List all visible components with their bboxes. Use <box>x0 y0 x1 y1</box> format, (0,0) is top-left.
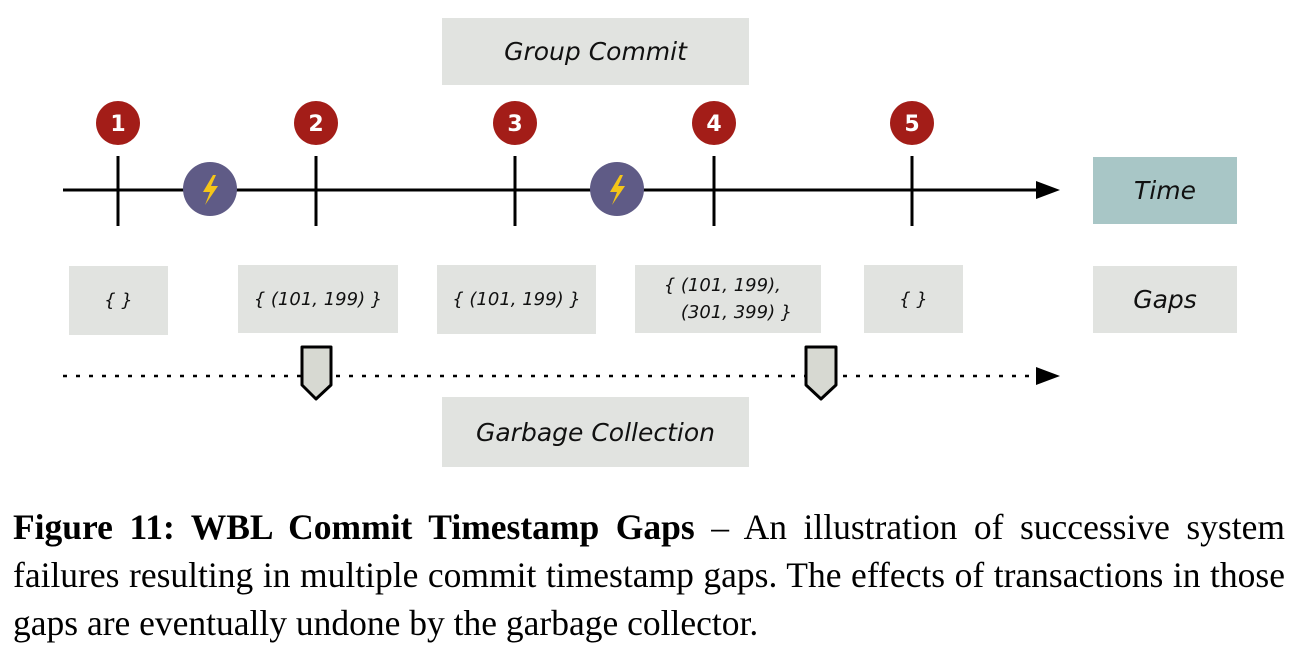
gap-set-text-2: { (101, 199) } <box>253 288 383 310</box>
step-number-2: 2 <box>308 112 323 137</box>
step-marker-5: 5 <box>890 101 934 145</box>
gaps-label: Gaps <box>1093 266 1237 333</box>
figure-caption: Figure 11: WBL Commit Timestamp Gaps – A… <box>13 503 1285 647</box>
gc-timeline-arrowhead <box>1036 367 1060 385</box>
figure-caption-text: – An illustration of successive system f… <box>13 507 1285 643</box>
gap-set-text-1: { } <box>104 290 133 311</box>
time-label: Time <box>1093 157 1237 224</box>
group-commit-label: Group Commit <box>442 18 749 85</box>
timeline-arrowhead <box>1036 181 1060 199</box>
step-number-3: 3 <box>507 112 522 137</box>
step-number-4: 4 <box>706 112 721 137</box>
gap-set-2: { (101, 199) } <box>238 265 398 333</box>
figure-caption-label: Figure 11: WBL Commit Timestamp Gaps <box>13 507 695 547</box>
gap-set-1: { } <box>69 266 168 335</box>
gap-set-text-4: { (101, 199), (301, 399) } <box>663 275 793 323</box>
step-number-5: 5 <box>904 112 919 137</box>
step-marker-4: 4 <box>692 101 736 145</box>
gap-set-5: { } <box>864 265 963 333</box>
diagram-canvas: 1 2 3 4 5 <box>63 101 1060 401</box>
step-marker-3: 3 <box>493 101 537 145</box>
lightning-bolt-icon <box>590 162 644 216</box>
gap-set-text-5: { } <box>899 288 928 310</box>
timestamp-gaps-diagram: 1 2 3 4 5 <box>63 18 1237 467</box>
garbage-collection-label: Garbage Collection <box>442 397 749 467</box>
gap-set-4: { (101, 199), (301, 399) } <box>635 265 821 333</box>
pentagon-marker-icon <box>804 345 838 401</box>
step-marker-2: 2 <box>294 101 338 145</box>
step-marker-1: 1 <box>96 101 140 145</box>
pentagon-marker-icon <box>300 345 333 401</box>
gap-set-text-3: { (101, 199) } <box>452 289 581 310</box>
gap-set-3: { (101, 199) } <box>437 265 596 334</box>
step-number-1: 1 <box>110 112 125 137</box>
lightning-bolt-icon <box>183 162 237 216</box>
